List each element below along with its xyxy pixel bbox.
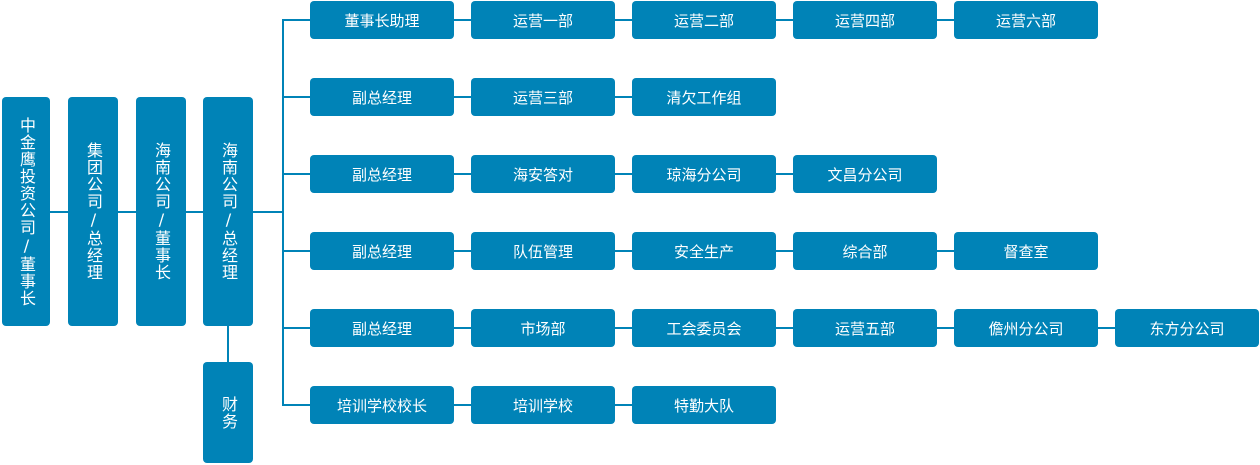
row-connector xyxy=(454,19,471,21)
row-connector xyxy=(776,250,793,252)
group-gm-box: 集团公司/总经理 xyxy=(68,97,118,326)
finance-box-label: 财务 xyxy=(219,395,238,430)
row-5-item-1-box: 特勤大队 xyxy=(632,386,776,424)
row-2-item-2-box: 文昌分公司 xyxy=(793,155,937,193)
row-0-item-2-box: 运营四部 xyxy=(793,1,937,39)
row-connector xyxy=(615,96,632,98)
row-0-item-0-box: 运营一部 xyxy=(471,1,615,39)
chain-connector xyxy=(186,211,203,213)
row-connector xyxy=(937,327,954,329)
branch-connector xyxy=(282,404,310,406)
row-4-item-3-box: 儋州分公司 xyxy=(954,309,1098,347)
row-connector xyxy=(937,19,954,21)
hainan-chairman-box-label: 海南公司/董事长 xyxy=(152,142,171,281)
trunk-line xyxy=(282,19,284,406)
chairman-zhongjinying-box: 中金鹰投资公司/董事长 xyxy=(2,97,50,326)
row-connector xyxy=(454,404,471,406)
finance-connector xyxy=(227,326,229,362)
branch-connector xyxy=(282,173,310,175)
row-1-item-1-box: 清欠工作组 xyxy=(632,78,776,116)
row-2-head-box: 副总经理 xyxy=(310,155,454,193)
row-connector xyxy=(454,173,471,175)
row-4-item-2-box: 运营五部 xyxy=(793,309,937,347)
row-connector xyxy=(615,327,632,329)
row-connector xyxy=(776,173,793,175)
group-gm-box-label: 集团公司/总经理 xyxy=(84,142,103,281)
finance-box: 财务 xyxy=(203,362,253,463)
row-5-item-0-box: 培训学校 xyxy=(471,386,615,424)
hainan-gm-box-label: 海南公司/总经理 xyxy=(219,142,238,281)
hainan-chairman-box: 海南公司/董事长 xyxy=(136,97,186,326)
row-1-item-0-box: 运营三部 xyxy=(471,78,615,116)
row-4-item-1-box: 工会委员会 xyxy=(632,309,776,347)
row-connector xyxy=(454,96,471,98)
row-0-item-1-box: 运营二部 xyxy=(632,1,776,39)
hainan-gm-box: 海南公司/总经理 xyxy=(203,97,253,326)
branch-connector xyxy=(282,327,310,329)
row-4-item-0-box: 市场部 xyxy=(471,309,615,347)
row-4-head-box: 副总经理 xyxy=(310,309,454,347)
row-connector xyxy=(937,250,954,252)
branch-connector xyxy=(282,96,310,98)
trunk-connector xyxy=(253,211,283,213)
row-connector xyxy=(615,404,632,406)
branch-connector xyxy=(282,19,310,21)
row-1-head-box: 副总经理 xyxy=(310,78,454,116)
row-connector xyxy=(776,19,793,21)
row-0-item-3-box: 运营六部 xyxy=(954,1,1098,39)
row-4-item-4-box: 东方分公司 xyxy=(1115,309,1259,347)
row-3-head-box: 副总经理 xyxy=(310,232,454,270)
row-5-head-box: 培训学校校长 xyxy=(310,386,454,424)
chain-connector xyxy=(50,211,68,213)
row-connector xyxy=(615,250,632,252)
row-connector xyxy=(615,173,632,175)
row-2-item-0-box: 海安答对 xyxy=(471,155,615,193)
row-0-head-box: 董事长助理 xyxy=(310,1,454,39)
chain-connector xyxy=(118,211,136,213)
row-2-item-1-box: 琼海分公司 xyxy=(632,155,776,193)
row-connector xyxy=(615,19,632,21)
row-3-item-3-box: 督查室 xyxy=(954,232,1098,270)
branch-connector xyxy=(282,250,310,252)
row-3-item-1-box: 安全生产 xyxy=(632,232,776,270)
row-3-item-0-box: 队伍管理 xyxy=(471,232,615,270)
row-connector xyxy=(1098,327,1115,329)
row-3-item-2-box: 综合部 xyxy=(793,232,937,270)
row-connector xyxy=(776,327,793,329)
chairman-zhongjinying-box-label: 中金鹰投资公司/董事长 xyxy=(17,116,36,307)
row-connector xyxy=(454,327,471,329)
row-connector xyxy=(454,250,471,252)
